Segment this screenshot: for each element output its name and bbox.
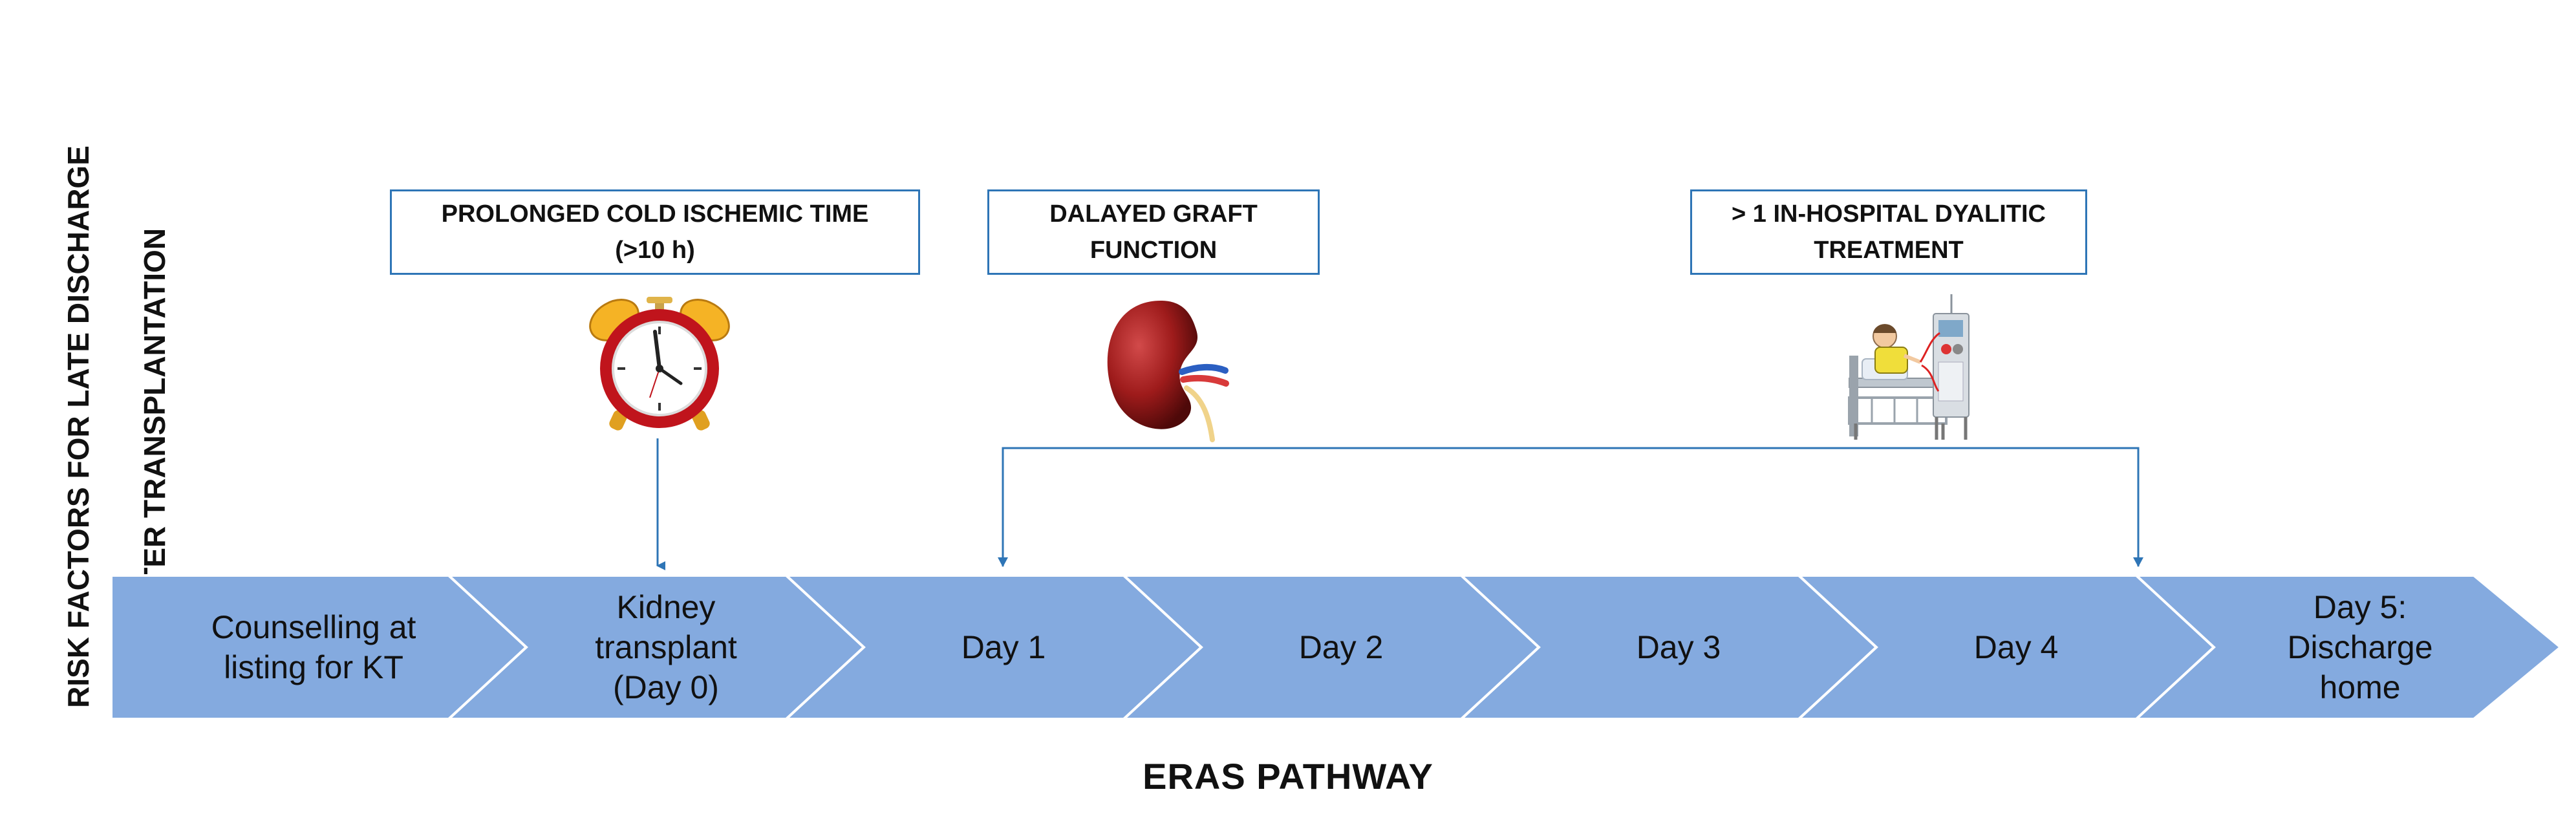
pathway-step-day-4: Day 4 xyxy=(1973,628,2059,665)
pathway-step-day-3: Day 3 xyxy=(1636,628,1721,665)
connector-arrowhead-day1 xyxy=(998,557,1008,567)
dialysis-machine-icon xyxy=(1848,294,1970,440)
pathway-step-day-2: Day 2 xyxy=(1298,628,1384,665)
pathway-step-counselling: Counselling at listing for KT xyxy=(211,608,416,685)
risk-factor-line1: > 1 IN-HOSPITAL DYALITIC xyxy=(1732,200,2046,228)
footer-title: ERAS PATHWAY xyxy=(1143,756,1433,797)
risk-factor-box-dialytic-treatment: > 1 IN-HOSPITAL DYALITIC TREATMENT xyxy=(1690,189,2087,275)
risk-factor-box-cold-ischemic-time: PROLONGED COLD ISCHEMIC TIME (>10 h) xyxy=(390,189,920,275)
pathway-step-shape xyxy=(2132,574,2563,720)
risk-factor-box-delayed-graft-function: DALAYED GRAFT FUNCTION xyxy=(987,189,1320,275)
connector-arrowhead-day4 xyxy=(2133,557,2143,567)
connector-bracket-day1-day4 xyxy=(1002,447,2140,566)
alarm-clock-icon xyxy=(589,297,730,431)
risk-factor-line2: FUNCTION xyxy=(1089,237,1218,264)
risk-factor-line2: TREATMENT xyxy=(1814,237,1964,264)
pathway-step-kidney-transplant: Kidney transplant (Day 0) xyxy=(595,588,737,705)
risk-factor-line1: DALAYED GRAFT xyxy=(1049,200,1258,228)
kidney-icon xyxy=(1107,301,1229,442)
pathway-step-day-1: Day 1 xyxy=(961,628,1046,665)
pathway-step-day-5-discharge: Day 5: Discharge home xyxy=(2287,588,2433,705)
risk-factor-line2: (>10 h) xyxy=(615,237,695,264)
risk-factor-line1: PROLONGED COLD ISCHEMIC TIME xyxy=(441,200,869,228)
